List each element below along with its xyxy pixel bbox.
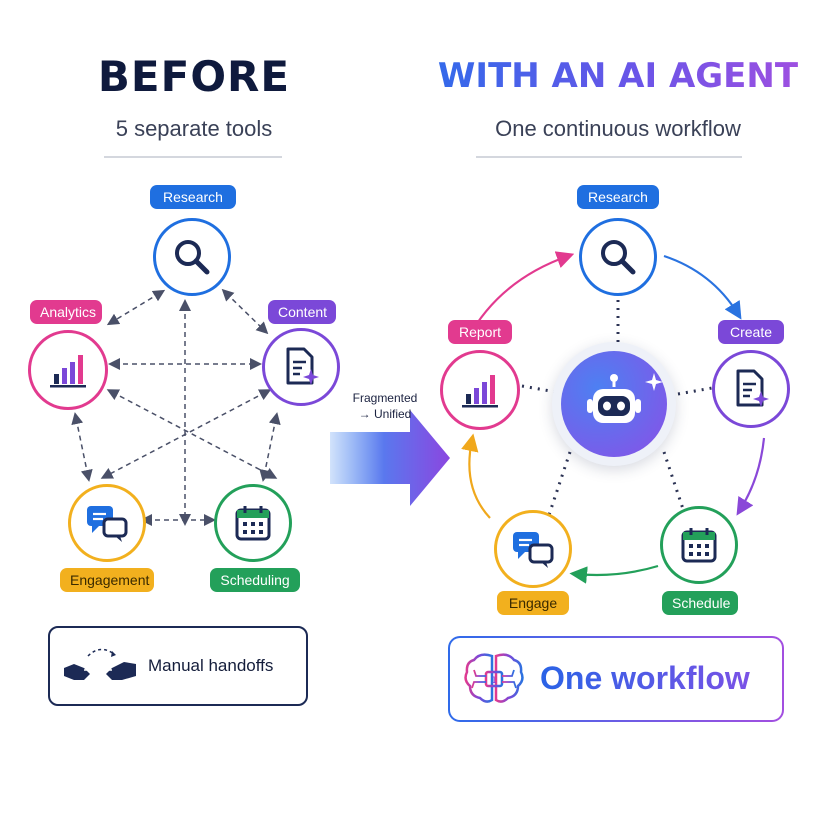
before-node-analytics	[28, 330, 108, 410]
document-sparkle-icon	[736, 369, 769, 407]
manual-handoffs-box	[48, 626, 308, 706]
before-pill-content: Content	[268, 300, 336, 324]
one-workflow-label: One workflow	[540, 660, 750, 696]
handshake-icon	[64, 648, 136, 680]
calendar-icon	[235, 506, 271, 541]
after-pill-report: Report	[448, 320, 512, 344]
agent-hub	[552, 342, 676, 466]
after-pill-schedule: Schedule	[662, 591, 738, 615]
before-dashed-links	[71, 288, 281, 526]
before-subtitle: 5 separate tools	[115, 116, 273, 141]
svg-text:1: 1	[491, 676, 497, 686]
robot-icon	[587, 374, 641, 423]
after-node-create	[712, 350, 790, 428]
after-pill-create: Create	[718, 320, 784, 344]
before-pill-engagement: Engagement	[60, 568, 154, 592]
bar-chart-icon	[462, 375, 498, 408]
magnifier-icon	[601, 240, 636, 275]
before-pill-scheduling: Scheduling	[210, 568, 300, 592]
transition-line-1: Fragmented	[352, 391, 418, 405]
before-pill-research: Research	[150, 185, 236, 209]
after-pill-research: Research	[577, 185, 659, 209]
after-node-research	[579, 218, 657, 296]
after-node-schedule	[660, 506, 738, 584]
before-node-engagement	[68, 484, 146, 562]
one-workflow-box	[448, 636, 784, 722]
manual-handoffs-label: Manual handoffs	[148, 656, 274, 675]
before-node-content	[262, 328, 340, 406]
before-node-scheduling	[214, 484, 292, 562]
before-title: BEFORE	[97, 52, 291, 101]
after-divider	[476, 156, 742, 158]
after-dotted-spokes	[521, 300, 713, 519]
after-pill-engage: Engage	[497, 591, 569, 615]
before-node-research	[153, 218, 231, 296]
document-sparkle-icon	[286, 347, 319, 385]
after-node-report	[440, 350, 520, 430]
after-title: WITH AN AI AGENT	[420, 56, 816, 96]
agent-core	[561, 351, 667, 457]
chat-bubbles-icon	[87, 506, 128, 542]
magnifier-icon	[175, 240, 210, 275]
brain-chip-icon: 1	[464, 653, 524, 703]
chat-bubbles-icon	[513, 532, 554, 568]
before-pill-analytics: Analytics	[30, 300, 102, 324]
before-divider	[104, 156, 282, 158]
after-node-engage	[494, 510, 572, 588]
transition-label: Fragmented → Unified	[340, 390, 430, 422]
transition-line-2: → Unified	[358, 407, 412, 421]
transition-arrow	[330, 410, 450, 506]
after-subtitle: One continuous workflow	[495, 116, 741, 141]
sparkle-icon	[645, 373, 663, 391]
calendar-icon	[681, 528, 717, 563]
bar-chart-icon	[50, 355, 86, 388]
